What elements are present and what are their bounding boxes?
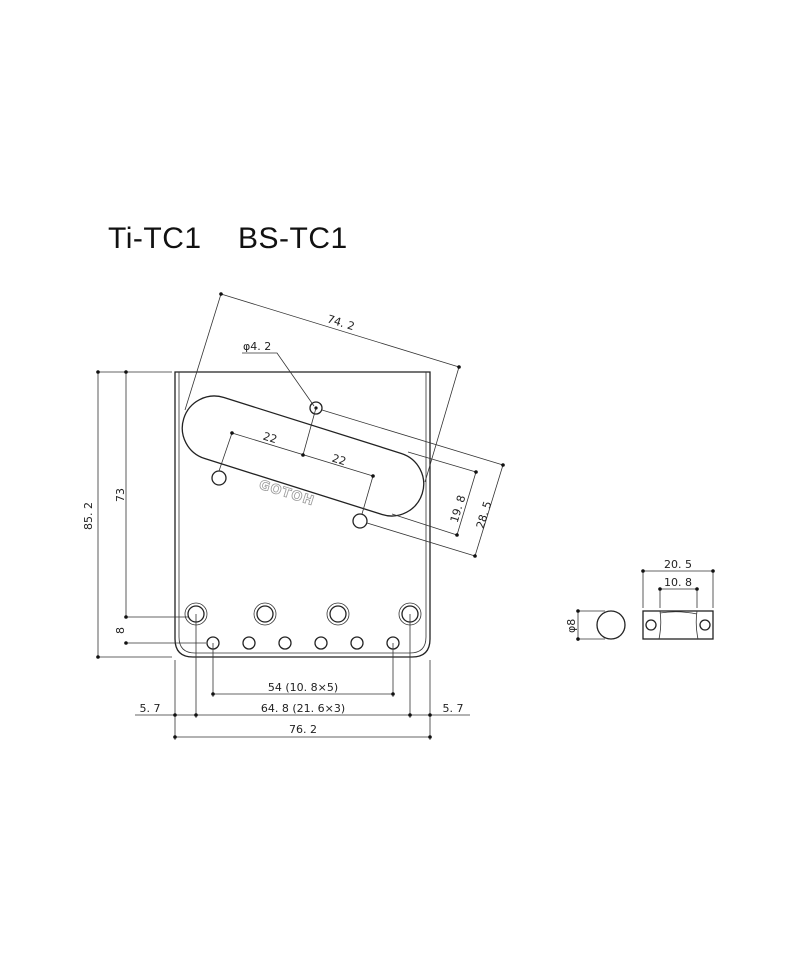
dim-saddle-length: 20. 5 xyxy=(664,558,692,571)
bridge-plate-outline xyxy=(174,371,431,658)
leader-hole-diameter xyxy=(242,352,315,407)
saddle-end-view xyxy=(596,610,626,640)
pickup-slot xyxy=(181,395,425,517)
gotoh-logo: GOTOH xyxy=(257,478,316,510)
dim-line-74-2 xyxy=(184,293,460,483)
dim-lines-saddle-diameter xyxy=(577,610,605,641)
dim-lines-horizontal xyxy=(135,614,470,740)
saddle-screw-holes xyxy=(184,602,422,626)
dim-hole-diameter: φ4. 2 xyxy=(243,340,271,353)
dim-saddle-span: 64. 8 (21. 6×3) xyxy=(261,702,345,715)
dim-overall-height: 85. 2 xyxy=(82,502,95,530)
model-title-bs-tc1: BS-TC1 xyxy=(238,222,348,255)
dim-overall-width: 76. 2 xyxy=(289,723,317,736)
saddle-groove-lines xyxy=(658,610,699,640)
dim-saddle-diameter: φ8 xyxy=(565,619,578,633)
bridge-plate-inner-line xyxy=(178,372,427,654)
dim-lines-slot-offset xyxy=(321,409,504,557)
dim-height-to-saddles: 73 xyxy=(114,488,127,502)
dim-pickup-half-left: 22 xyxy=(261,430,278,447)
model-title-ti-tc1: Ti-TC1 xyxy=(108,222,202,255)
dim-edge-right: 5. 7 xyxy=(443,702,464,715)
dim-lines-saddle xyxy=(642,570,714,608)
saddle-screw-hole-left xyxy=(645,619,657,631)
pickup-mount-hole-top xyxy=(309,401,323,415)
saddle-side-view xyxy=(642,610,714,640)
dim-pickup-half-right: 22 xyxy=(330,452,347,469)
pickup-mount-hole-right xyxy=(352,513,368,529)
saddle-screw-hole-right xyxy=(699,619,711,631)
dim-edge-left: 5. 7 xyxy=(140,702,161,715)
dim-saddle-groove: 10. 8 xyxy=(664,576,692,589)
dim-slot-offset-b: 28. 5 xyxy=(474,500,495,531)
string-holes xyxy=(206,636,400,650)
dim-overall-diagonal: 74. 2 xyxy=(326,312,357,333)
dim-saddle-hole-spacing: 8 xyxy=(114,627,127,634)
dim-string-spacing: 54 (10. 8×5) xyxy=(268,681,338,694)
pickup-mount-hole-left xyxy=(211,470,227,486)
dim-lines-vertical xyxy=(97,371,206,658)
